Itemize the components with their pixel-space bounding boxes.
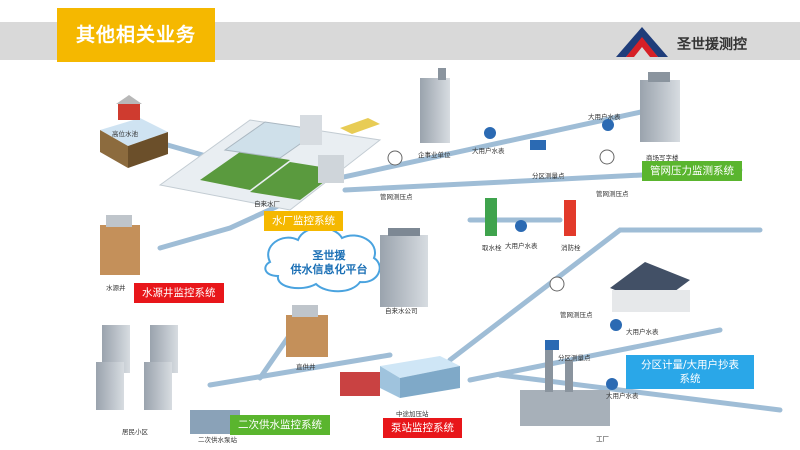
water-company-label: 自来水公司	[385, 307, 418, 315]
district-meter-label-2: 分区测量点	[558, 354, 591, 362]
villa-building-icon	[610, 262, 690, 312]
district-meter-callout-line1: 分区计量/大用户抄表	[640, 359, 740, 371]
water-company-building-icon	[380, 228, 428, 307]
mall-building-icon	[640, 72, 680, 142]
residential-label: 居民小区	[122, 428, 148, 436]
hydrant-intake-icon	[485, 198, 497, 236]
big-user-meter-label-2: 大用户水表	[588, 113, 621, 121]
booster-station-icon	[340, 356, 460, 398]
residential-buildings-icon	[96, 325, 178, 410]
source-well-system-callout: 水源井监控系统	[134, 283, 224, 303]
secondary-pump-label: 二次供水泵站	[198, 436, 237, 444]
title-box	[57, 8, 215, 62]
district-meter-system-callout: 分区计量/大用户抄表 系统	[626, 355, 754, 389]
page-title: 其他相关业务	[75, 24, 196, 46]
big-user-meter-label-1: 大用户水表	[472, 147, 505, 155]
big-user-meter-label-4: 大用户水表	[626, 328, 659, 336]
pressure-point-label-2: 管网测压点	[596, 190, 629, 198]
pressure-point-label-3: 管网测压点	[560, 311, 593, 319]
big-user-meter-label-5: 大用户水表	[606, 392, 639, 400]
pressure-gauges	[387, 149, 615, 292]
reservoir-label: 高位水池	[112, 130, 138, 138]
pump-station-system-callout: 泵站监控系统	[383, 418, 462, 438]
platform-cloud-text: 圣世援 供水信息化平台	[282, 249, 376, 277]
district-meter-callout-line2: 系统	[679, 373, 701, 385]
source-well-icon	[100, 215, 140, 275]
reservoir-icon	[100, 95, 168, 168]
secondary-supply-system-callout: 二次供水监控系统	[230, 415, 330, 435]
brand-logo-icon	[616, 27, 668, 57]
enterprise-label: 企事业单位	[418, 151, 451, 159]
cloud-shape	[264, 226, 381, 293]
big-user-meter-label-3: 大用户水表	[505, 242, 538, 250]
deep-well-icon	[286, 305, 328, 357]
waterworks-label: 自来水厂	[254, 200, 280, 208]
booster-station-label: 中途加压站	[396, 410, 429, 418]
factory-label: 工厂	[596, 435, 609, 443]
brand-name: 圣世援测控	[677, 37, 747, 53]
hydrant-intake-label: 取水栓	[482, 244, 502, 252]
platform-company: 圣世援	[312, 249, 346, 262]
fire-hydrant-label: 消防栓	[561, 244, 581, 252]
waterworks-system-callout: 水厂监控系统	[264, 211, 343, 231]
fire-hydrant-icon	[564, 200, 576, 236]
mall-label: 商场写字楼	[646, 154, 679, 162]
platform-name: 供水信息化平台	[290, 263, 368, 276]
deep-well-label: 直供井	[296, 363, 316, 371]
district-meter-label-1: 分区测量点	[532, 172, 565, 180]
enterprise-building-icon	[420, 68, 450, 143]
factory-icon	[520, 350, 610, 426]
meters	[484, 119, 622, 390]
pipe-pressure-system-callout: 管网压力监测系统	[642, 161, 742, 181]
waterworks-plant-icon	[158, 115, 382, 211]
pressure-point-label-1: 管网测压点	[380, 193, 413, 201]
source-well-label: 水源井	[106, 284, 126, 292]
